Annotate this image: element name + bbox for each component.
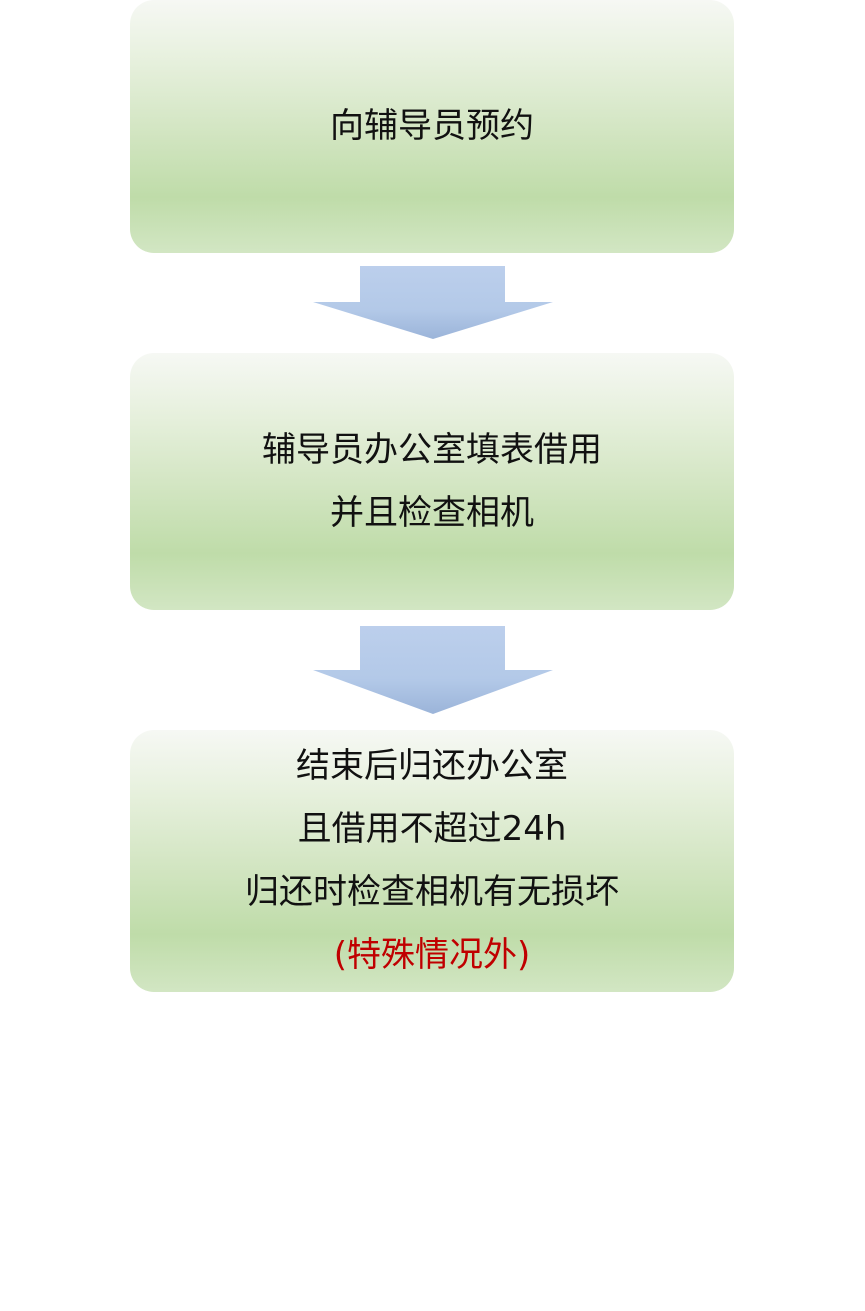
step-3-text-line-1: 结束后归还办公室 bbox=[296, 746, 568, 786]
step-1-box: 向辅导员预约 bbox=[130, 0, 734, 253]
step-3-text-line-2: 且借用不超过24h bbox=[297, 809, 567, 849]
down-arrow-icon bbox=[313, 626, 553, 714]
step-2-text-line-1: 辅导员办公室填表借用 bbox=[262, 429, 602, 470]
arrow-shape bbox=[313, 266, 553, 339]
step-3-text-line-3: 归还时检查相机有无损坏 bbox=[245, 872, 619, 912]
step-3-note: (特殊情况外) bbox=[333, 935, 531, 975]
step-2-text-line-2: 并且检查相机 bbox=[330, 492, 534, 533]
step-2-box: 辅导员办公室填表借用 并且检查相机 bbox=[130, 353, 734, 610]
step-3-box: 结束后归还办公室 且借用不超过24h 归还时检查相机有无损坏 (特殊情况外) bbox=[130, 730, 734, 992]
step-1-text: 向辅导员预约 bbox=[330, 106, 534, 146]
arrow-shape bbox=[313, 626, 553, 714]
down-arrow-icon bbox=[313, 266, 553, 339]
